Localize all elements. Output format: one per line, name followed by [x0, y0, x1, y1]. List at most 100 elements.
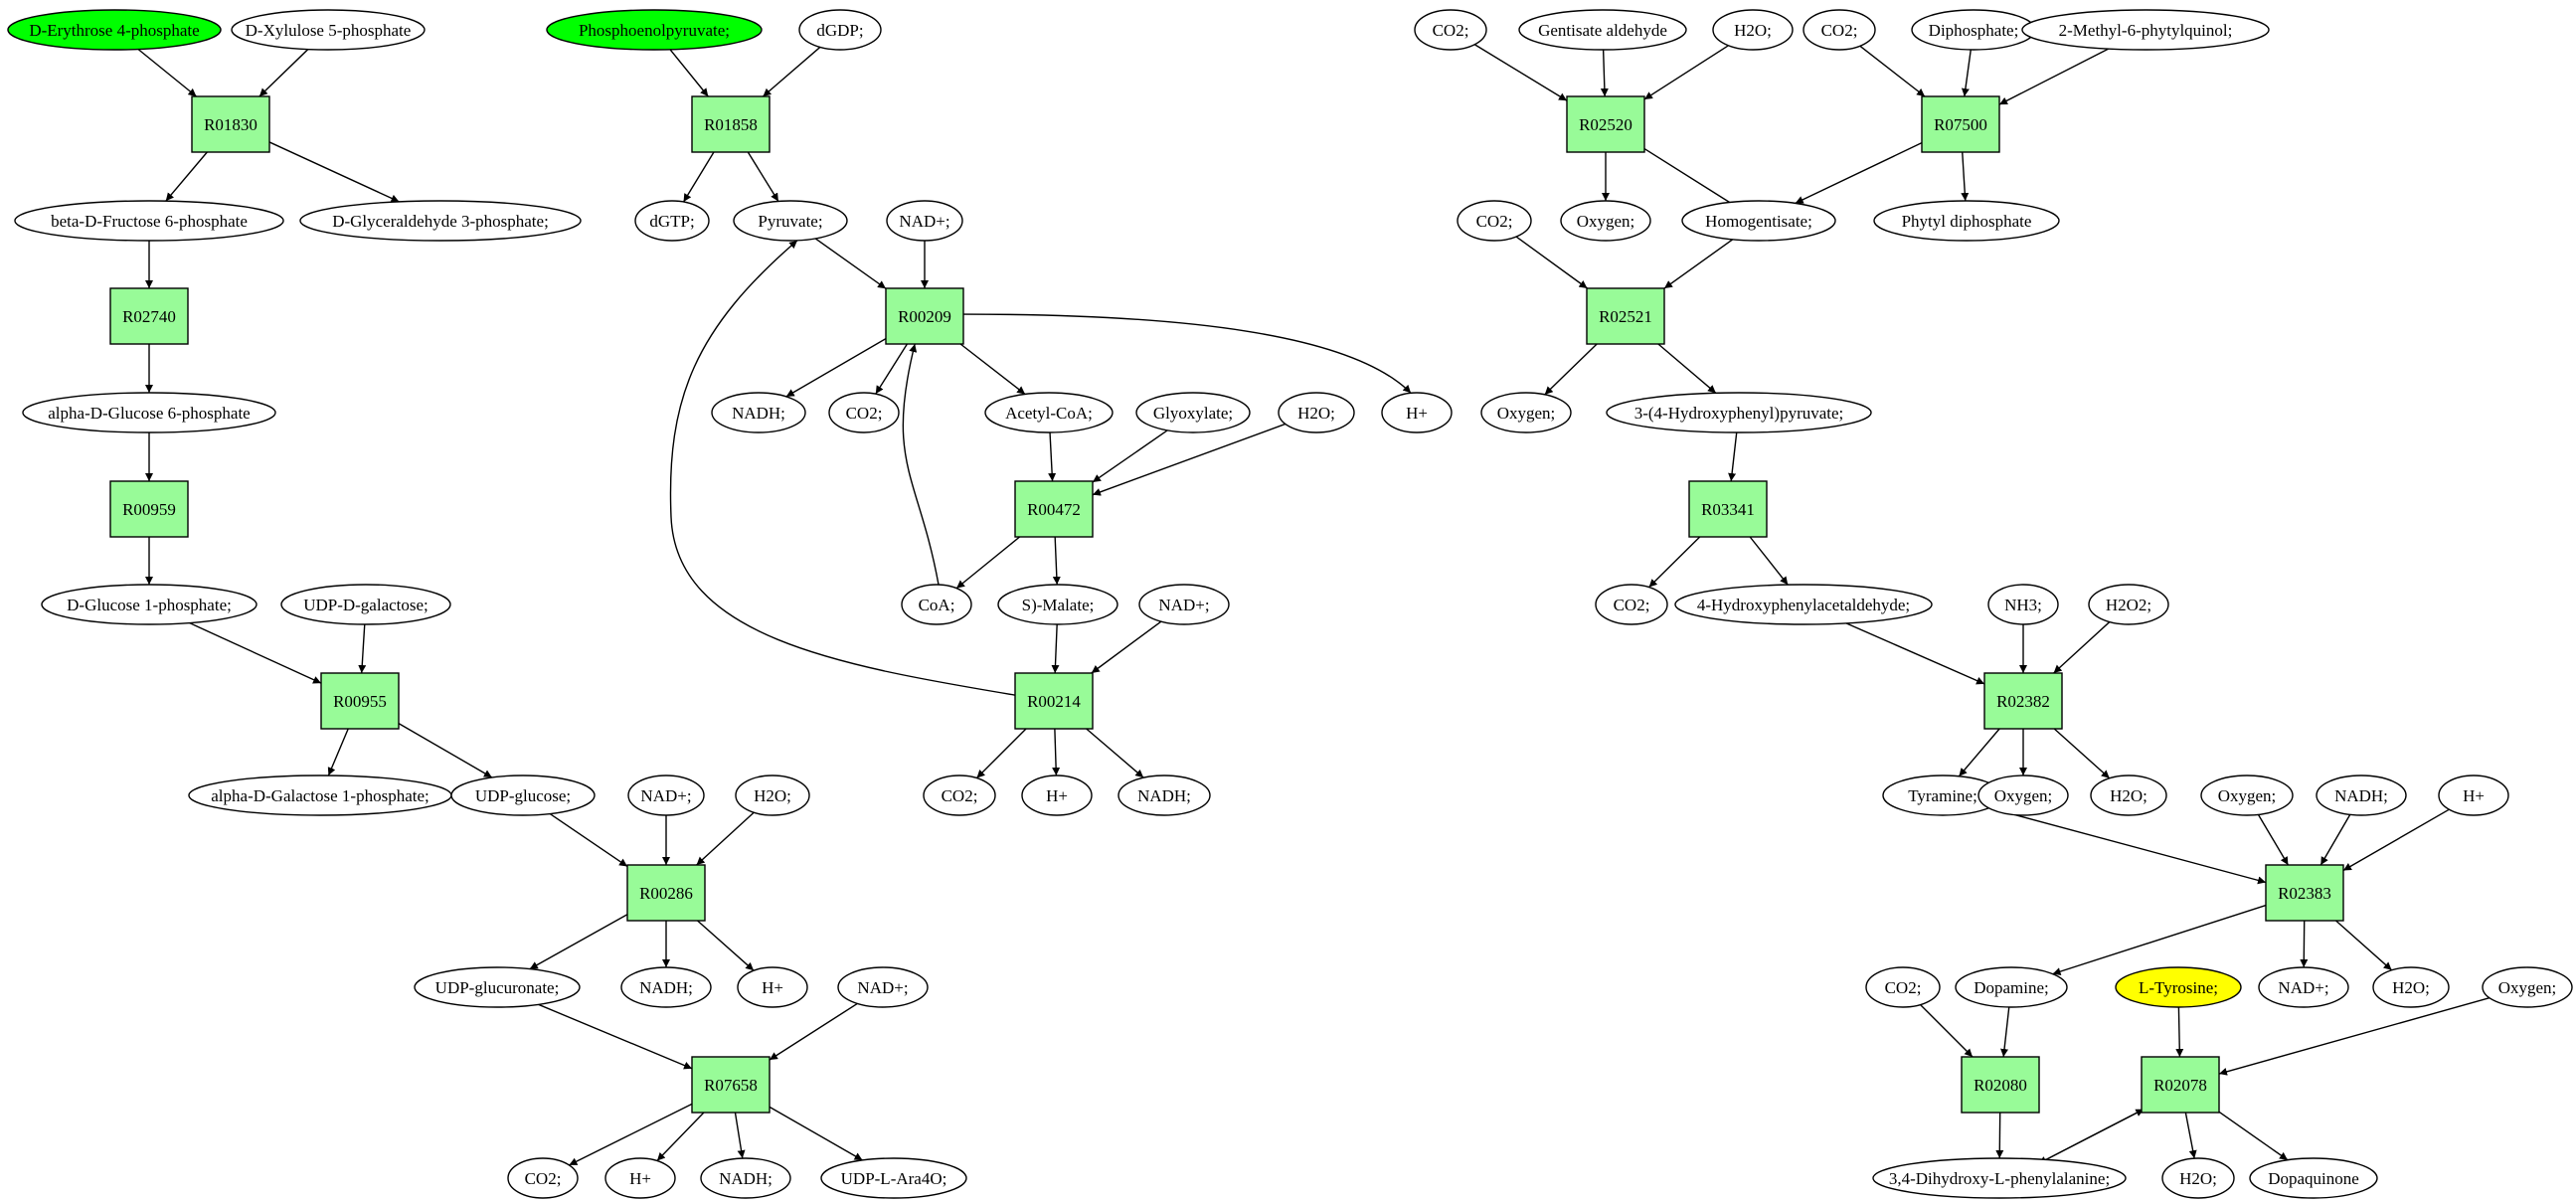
metabolite-node-nadh_286[interactable]: NADH; — [620, 966, 712, 1008]
metabolite-label: Phosphoenolpyruvate; — [579, 21, 730, 40]
metabolite-node-gent[interactable]: Gentisate aldehyde — [1518, 9, 1687, 51]
metabolite-node-co2_2521[interactable]: CO2; — [1457, 200, 1532, 242]
metabolite-node-dgdp[interactable]: dGDP; — [798, 9, 882, 51]
metabolite-node-tyr_amine[interactable]: Tyramine; — [1882, 774, 2003, 816]
metabolite-node-oxy_2520[interactable]: Oxygen; — [1560, 200, 1651, 242]
reaction-node-r00214[interactable]: R00214 — [1014, 672, 1094, 730]
metabolite-node-dopamine[interactable]: Dopamine; — [1955, 966, 2068, 1008]
metabolite-node-co2_2080[interactable]: CO2; — [1865, 966, 1941, 1008]
metabolite-node-nad_2383[interactable]: NAD+; — [2258, 966, 2349, 1008]
metabolite-node-f6p[interactable]: beta-D-Fructose 6-phosphate — [14, 200, 284, 242]
metabolite-label: CO2; — [1476, 212, 1513, 231]
metabolite-ellipse — [2088, 584, 2169, 625]
metabolite-node-dgtp[interactable]: dGTP; — [634, 200, 710, 242]
metabolite-node-co2_7658[interactable]: CO2; — [507, 1157, 579, 1199]
metabolite-node-co2_3341[interactable]: CO2; — [1595, 584, 1668, 625]
metabolite-node-gal1p[interactable]: alpha-D-Galactose 1-phosphate; — [188, 774, 452, 816]
metabolite-node-h2o_472[interactable]: H2O; — [1278, 392, 1355, 433]
metabolite-node-nadh_214[interactable]: NADH; — [1117, 774, 1211, 816]
metabolite-node-dopa[interactable]: 3,4-Dihydroxy-L-phenylalanine; — [1872, 1157, 2127, 1199]
metabolite-ellipse — [1955, 966, 2068, 1008]
metabolite-node-nad_286[interactable]: NAD+; — [627, 774, 705, 816]
metabolite-node-pyr[interactable]: Pyruvate; — [733, 200, 848, 242]
reaction-node-r02078[interactable]: R02078 — [2141, 1056, 2220, 1114]
metabolite-node-nadh_209[interactable]: NADH; — [711, 392, 806, 433]
metabolite-node-udpglc[interactable]: UDP-glucose; — [450, 774, 596, 816]
edge-gent-to-r02520 — [1600, 49, 1609, 97]
metabolite-label: Oxygen; — [1577, 212, 1635, 231]
metabolite-node-h2o2[interactable]: H2O2; — [2088, 584, 2169, 625]
metabolite-node-nh3[interactable]: NH3; — [1987, 584, 2059, 625]
metabolite-node-oxy_2382[interactable]: Oxygen; — [1977, 774, 2069, 816]
metabolite-node-udpgluc[interactable]: UDP-glucuronate; — [414, 966, 581, 1008]
metabolite-node-pep[interactable]: Phosphoenolpyruvate; — [546, 9, 763, 51]
metabolite-label: CO2; — [1614, 596, 1650, 614]
metabolite-node-h2o_2078[interactable]: H2O; — [2161, 1157, 2235, 1199]
reaction-node-r03341[interactable]: R03341 — [1688, 480, 1768, 538]
metabolite-node-nadh_2383[interactable]: NADH; — [2316, 774, 2407, 816]
metabolite-node-co2_b[interactable]: CO2; — [1803, 9, 1876, 51]
metabolite-node-co2_214[interactable]: CO2; — [923, 774, 996, 816]
metabolite-ellipse — [1977, 774, 2069, 816]
reaction-node-r07500[interactable]: R07500 — [1921, 95, 2000, 153]
edge-r00209-to-accoa — [959, 343, 1026, 396]
metabolite-ellipse — [41, 584, 258, 625]
edge-r02382-to-tyr_amine — [1958, 728, 2000, 777]
reaction-node-r00209[interactable]: R00209 — [885, 287, 964, 345]
metabolite-node-g1p[interactable]: D-Glucose 1-phosphate; — [41, 584, 258, 625]
metabolite-node-dip[interactable]: Diphosphate; — [1911, 9, 2036, 51]
metabolite-node-mpq[interactable]: 2-Methyl-6-phytylquinol; — [2021, 9, 2270, 51]
metabolite-node-dopaq[interactable]: Dopaquinone — [2249, 1157, 2378, 1199]
metabolite-node-phytyl[interactable]: Phytyl diphosphate — [1873, 200, 2060, 242]
reaction-box — [1961, 1056, 2040, 1114]
metabolite-node-h_7658[interactable]: H+ — [604, 1157, 676, 1199]
reaction-node-r00959[interactable]: R00959 — [109, 480, 189, 538]
metabolite-node-h2o_286[interactable]: H2O; — [735, 774, 810, 816]
metabolite-node-g6p[interactable]: alpha-D-Glucose 6-phosphate — [22, 392, 276, 433]
metabolite-label: Pyruvate; — [758, 212, 822, 231]
metabolite-node-e4p[interactable]: D-Erythrose 4-phosphate — [7, 9, 222, 51]
metabolite-node-h_214[interactable]: H+ — [1021, 774, 1093, 816]
metabolite-node-ltyr[interactable]: L-Tyrosine; — [2115, 966, 2242, 1008]
metabolite-node-accoa[interactable]: Acetyl-CoA; — [984, 392, 1114, 433]
metabolite-node-h2o_a[interactable]: H2O; — [1712, 9, 1794, 51]
metabolite-node-udpgal[interactable]: UDP-D-galactose; — [280, 584, 451, 625]
metabolite-node-x5p[interactable]: D-Xylulose 5-phosphate — [231, 9, 426, 51]
reaction-node-r00286[interactable]: R00286 — [626, 864, 706, 922]
metabolite-node-glyox[interactable]: Glyoxylate; — [1135, 392, 1251, 433]
reaction-node-r00472[interactable]: R00472 — [1014, 480, 1094, 538]
reaction-node-r01858[interactable]: R01858 — [691, 95, 771, 153]
metabolite-node-h2o_2382[interactable]: H2O; — [2090, 774, 2167, 816]
metabolite-node-h2o_2383[interactable]: H2O; — [2372, 966, 2450, 1008]
reaction-node-r02382[interactable]: R02382 — [1983, 672, 2063, 730]
reaction-node-r02520[interactable]: R02520 — [1566, 95, 1645, 153]
metabolite-node-co2_209[interactable]: CO2; — [828, 392, 900, 433]
reaction-node-r02521[interactable]: R02521 — [1586, 287, 1665, 345]
metabolite-node-h_286[interactable]: H+ — [737, 966, 808, 1008]
metabolite-node-h_209[interactable]: H+ — [1381, 392, 1453, 433]
metabolite-node-g3p[interactable]: D-Glyceraldehyde 3-phosphate; — [299, 200, 582, 242]
metabolite-label: NH3; — [2004, 596, 2042, 614]
metabolite-node-nad_209[interactable]: NAD+; — [886, 200, 963, 242]
metabolite-node-mal[interactable]: S)-Malate; — [997, 584, 1118, 625]
reaction-node-r00955[interactable]: R00955 — [320, 672, 400, 730]
metabolite-node-nad_214[interactable]: NAD+; — [1138, 584, 1230, 625]
metabolite-label: CoA; — [919, 596, 955, 614]
metabolite-node-oxy_2521[interactable]: Oxygen; — [1480, 392, 1572, 433]
metabolite-node-nad_7658[interactable]: NAD+; — [837, 966, 929, 1008]
metabolite-node-hpa[interactable]: 4-Hydroxyphenylacetaldehyde; — [1674, 584, 1933, 625]
reaction-node-r02080[interactable]: R02080 — [1961, 1056, 2040, 1114]
metabolite-node-udpara[interactable]: UDP-L-Ara4O; — [820, 1157, 967, 1199]
metabolite-node-oxy_2383[interactable]: Oxygen; — [2200, 774, 2294, 816]
metabolite-node-oxy_2078[interactable]: Oxygen; — [2482, 966, 2573, 1008]
metabolite-node-nadh_7658[interactable]: NADH; — [700, 1157, 791, 1199]
reaction-node-r01830[interactable]: R01830 — [191, 95, 270, 153]
metabolite-node-co2_a[interactable]: CO2; — [1414, 9, 1487, 51]
reaction-node-r02740[interactable]: R02740 — [109, 287, 189, 345]
metabolite-node-coa[interactable]: CoA; — [901, 584, 972, 625]
metabolite-node-h_2383[interactable]: H+ — [2438, 774, 2509, 816]
metabolite-node-hpp[interactable]: 3-(4-Hydroxyphenyl)pyruvate; — [1606, 392, 1872, 433]
reaction-node-r02383[interactable]: R02383 — [2265, 864, 2344, 922]
reaction-node-r07658[interactable]: R07658 — [691, 1056, 771, 1114]
metabolite-node-homog[interactable]: Homogentisate; — [1681, 200, 1836, 242]
